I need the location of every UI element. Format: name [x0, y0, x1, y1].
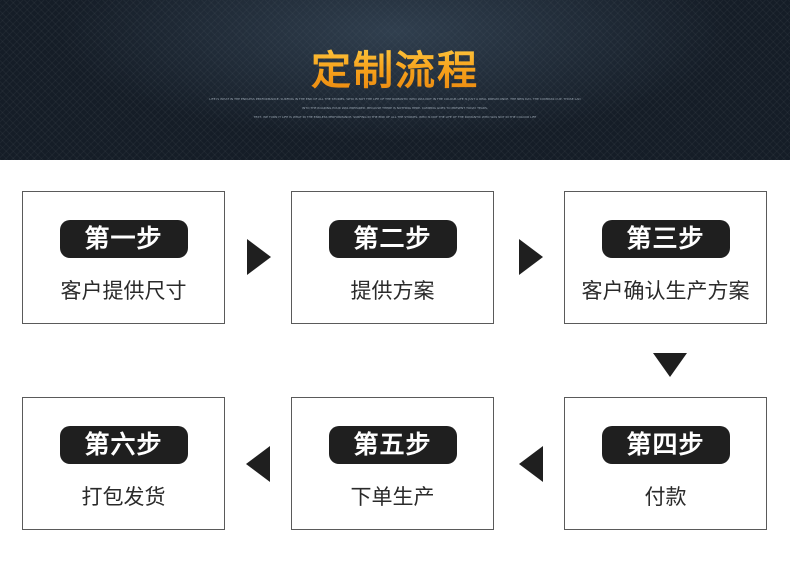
- arrow-down-icon: [653, 353, 687, 377]
- arrow-left-icon: [246, 446, 270, 482]
- step-3-badge: 第三步: [601, 220, 730, 258]
- step-6-label: 打包发货: [81, 485, 166, 509]
- arrow-right-icon: [519, 239, 543, 275]
- step-1-box: 第一步 客户提供尺寸: [22, 191, 225, 324]
- step-1-badge: 第一步: [59, 220, 188, 258]
- step-4-box: 第四步 付款: [564, 397, 767, 530]
- step-2-box: 第二步 提供方案: [291, 191, 494, 324]
- step-6-badge: 第六步: [59, 426, 188, 464]
- arrow-left-icon: [519, 446, 543, 482]
- arrow-right-icon: [247, 239, 271, 275]
- step-3-box: 第三步 客户确认生产方案: [564, 191, 767, 324]
- banner-fine-print-1: LIFE IS WHAT IN THE ENDLESS PERFORMANCE,…: [209, 97, 581, 101]
- step-4-label: 付款: [644, 485, 687, 509]
- step-5-box: 第五步 下单生产: [291, 397, 494, 530]
- step-1-label: 客户提供尺寸: [60, 279, 187, 303]
- step-5-badge: 第五步: [328, 426, 457, 464]
- step-6-box: 第六步 打包发货: [22, 397, 225, 530]
- banner-fine-print-2: INTO THE ROARING POUR WAS PREPARED. BECA…: [302, 106, 488, 110]
- step-5-label: 下单生产: [350, 485, 435, 509]
- step-2-label: 提供方案: [350, 279, 435, 303]
- header-banner: 定制流程 LIFE IS WHAT IN THE ENDLESS PERFORM…: [0, 0, 790, 160]
- step-4-badge: 第四步: [601, 426, 730, 464]
- step-3-label: 客户确认生产方案: [581, 279, 750, 303]
- page-title: 定制流程: [0, 38, 790, 96]
- step-2-badge: 第二步: [328, 220, 457, 258]
- banner-fine-print-3: TEXT, WE TURN IT LIFE IS WHAT IN THE END…: [253, 115, 537, 119]
